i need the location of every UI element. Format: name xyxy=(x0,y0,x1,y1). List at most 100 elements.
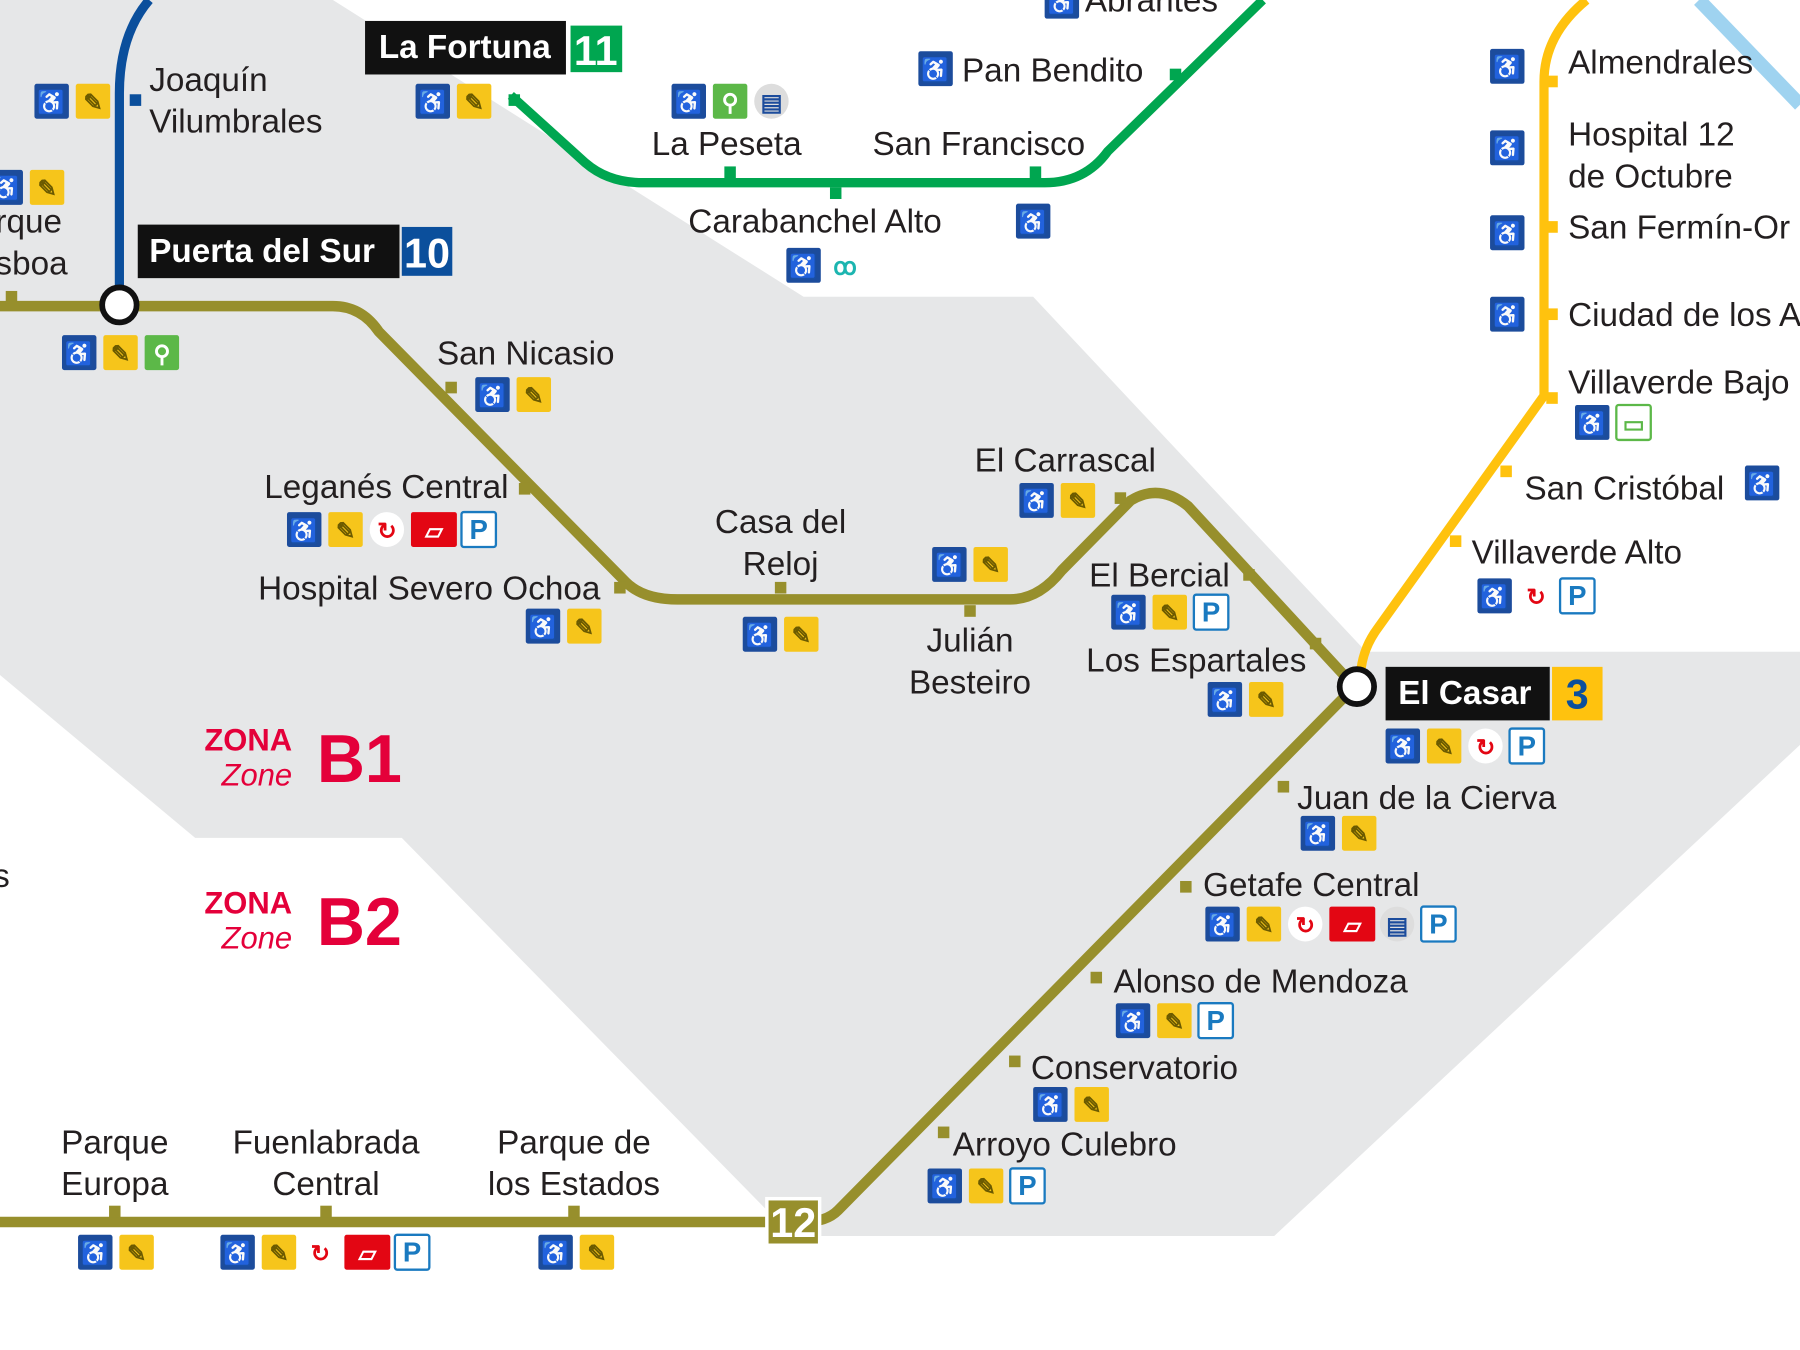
station-tick xyxy=(1277,780,1290,793)
partial-label: s xyxy=(0,858,10,895)
station[interactable]: Almendrales xyxy=(1568,44,1753,81)
station-name: Almendrales xyxy=(1568,44,1753,81)
station[interactable]: Los Espartales xyxy=(1086,642,1306,679)
svg-text:⚲: ⚲ xyxy=(153,341,170,367)
station-tick xyxy=(1500,465,1512,478)
station-name: rque xyxy=(0,204,62,241)
svg-text:P: P xyxy=(1202,596,1220,627)
wheelchair-icon: ♿ xyxy=(415,83,450,119)
svg-text:✎: ✎ xyxy=(1068,489,1087,515)
svg-text:♿: ♿ xyxy=(1048,0,1077,17)
badge-la-fortuna[interactable]: La Fortuna 11 xyxy=(365,20,623,75)
line-12 xyxy=(0,300,1362,1228)
svg-text:✎: ✎ xyxy=(981,553,1000,579)
station[interactable]: Hospital Severo Ochoa xyxy=(258,570,601,607)
station-tick xyxy=(1546,308,1558,321)
station[interactable]: El Bercial xyxy=(1089,557,1230,594)
station[interactable]: Getafe Central xyxy=(1203,867,1419,904)
ticket-icon: ✎ xyxy=(103,335,138,371)
station-name: Getafe Central xyxy=(1203,867,1419,904)
station[interactable]: San Cristóbal xyxy=(1524,470,1724,507)
station-name: El Carrascal xyxy=(975,442,1156,479)
station[interactable]: San Fermín-Or xyxy=(1568,209,1790,246)
svg-text:✎: ✎ xyxy=(976,1174,995,1200)
station[interactable]: Leganés Central xyxy=(264,469,508,506)
ticket-icon: ✎ xyxy=(567,608,602,644)
ticket-icon: ✎ xyxy=(1246,906,1282,942)
station[interactable]: Conservatorio xyxy=(1031,1050,1238,1087)
parking-icon: P xyxy=(393,1233,431,1271)
wheelchair-icon: ♿ xyxy=(525,608,561,644)
station[interactable]: Juan de la Cierva xyxy=(1297,780,1556,817)
station-tick xyxy=(1546,221,1558,233)
station[interactable]: Carabanchel Alto xyxy=(688,204,942,241)
station[interactable]: San Nicasio xyxy=(437,335,615,372)
station[interactable]: Pan Bendito xyxy=(962,52,1143,89)
svg-text:♿: ♿ xyxy=(478,383,507,410)
station[interactable]: San Francisco xyxy=(872,126,1085,163)
station-tick xyxy=(1243,569,1255,581)
station[interactable]: Villaverde Bajo xyxy=(1568,364,1789,401)
svg-text:♿: ♿ xyxy=(1493,55,1522,82)
station[interactable]: Ciudad de los A xyxy=(1568,297,1800,334)
station[interactable]: Villaverde Alto xyxy=(1472,534,1682,571)
station-tick xyxy=(1029,166,1042,179)
badge-el-casar[interactable]: El Casar 3 xyxy=(1385,666,1603,721)
station[interactable]: Abrantes xyxy=(1085,0,1218,20)
wheelchair-icon: ♿ xyxy=(742,616,778,652)
parking-icon: P xyxy=(1558,577,1596,615)
svg-text:▤: ▤ xyxy=(1386,912,1408,938)
station-tick xyxy=(1546,392,1558,404)
station-name: Vilumbrales xyxy=(149,103,322,140)
svg-text:P: P xyxy=(1207,1005,1225,1036)
station-name: Julián xyxy=(927,623,1014,660)
interchange-puerta-del-sur[interactable] xyxy=(99,284,140,326)
station[interactable]: Alonso de Mendoza xyxy=(1114,964,1409,1001)
badge-line-12[interactable]: 12 xyxy=(765,1196,822,1248)
renfe-icon: ↻ xyxy=(1518,578,1554,614)
line-number: 3 xyxy=(1566,670,1589,717)
renfe-icon: ↻ xyxy=(1288,906,1323,942)
station[interactable]: La Peseta xyxy=(652,126,802,163)
svg-text:✎: ✎ xyxy=(575,614,594,640)
svg-text:P: P xyxy=(1018,1170,1036,1201)
wheelchair-icon: ♿ xyxy=(1300,815,1336,851)
ticket-icon: ✎ xyxy=(261,1234,297,1270)
station-tick xyxy=(1449,535,1462,547)
svg-text:♿: ♿ xyxy=(1493,221,1522,248)
line-10 xyxy=(114,0,153,305)
intercity-bus-icon: ▱ xyxy=(410,512,457,547)
svg-text:♿: ♿ xyxy=(65,341,94,368)
station-name: Casa del xyxy=(715,504,846,541)
cercanias-bus-icon: ▭ xyxy=(1615,403,1652,442)
station[interactable]: El Carrascal xyxy=(975,442,1156,479)
svg-text:P: P xyxy=(403,1236,421,1267)
station-name: Central xyxy=(272,1166,379,1203)
library-icon: ▤ xyxy=(1379,906,1415,942)
station[interactable]: Arroyo Culebro xyxy=(953,1126,1177,1163)
badge-name: Puerta del Sur xyxy=(149,233,375,270)
ticket-icon: ✎ xyxy=(1060,482,1096,518)
interchange-el-casar[interactable] xyxy=(1336,666,1377,708)
parking-icon: P xyxy=(1420,905,1457,943)
renfe-icon: ↻ xyxy=(369,512,405,547)
wheelchair-icon: ♿ xyxy=(927,1168,962,1204)
svg-text:B1: B1 xyxy=(317,722,402,798)
badge-puerta-del-sur[interactable]: Puerta del Sur 10 xyxy=(137,224,453,279)
svg-text:♿: ♿ xyxy=(1019,209,1048,236)
renfe-icon: ↻ xyxy=(1468,728,1503,764)
parking-icon: P xyxy=(1197,1002,1235,1040)
svg-text:P: P xyxy=(470,514,488,545)
wheelchair-icon: ♿ xyxy=(1490,48,1525,84)
ticket-icon: ✎ xyxy=(75,83,111,119)
intercity-bus-icon: ▱ xyxy=(1329,906,1376,942)
station-tick xyxy=(1090,971,1103,984)
